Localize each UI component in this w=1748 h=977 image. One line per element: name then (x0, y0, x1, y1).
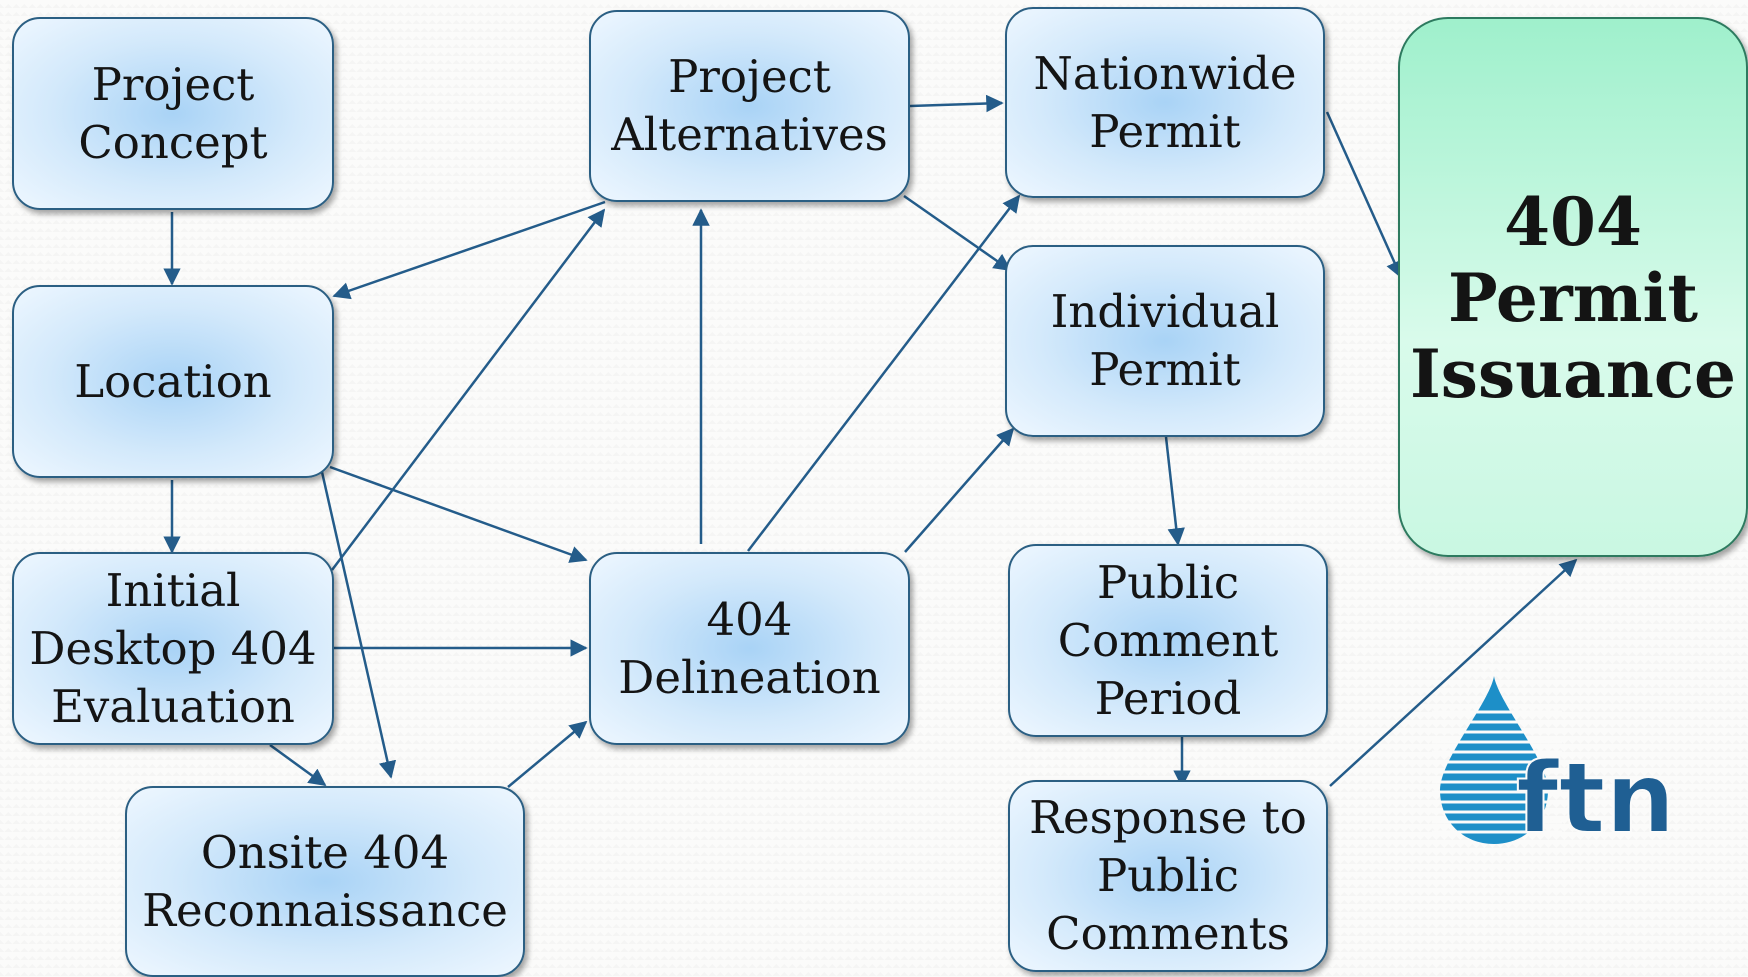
edge-individual-to-public-comment (1164, 436, 1185, 546)
node-initial-desktop-evaluation: Initial Desktop 404 Evaluation (12, 552, 334, 745)
node-404-delineation: 404 Delineation (589, 552, 910, 745)
node-project-alternatives: Project Alternatives (589, 10, 910, 202)
node-label: Public Comment Period (1057, 555, 1279, 725)
edge-desktop-to-onsite (269, 743, 327, 787)
edge-delineation-to-nationwide (747, 194, 1021, 552)
node-label: 404 Permit Issuance (1409, 183, 1737, 413)
node-location: Location (12, 285, 334, 478)
edge-alternatives-to-nationwide (909, 94, 1004, 113)
node-label: Nationwide Permit (1033, 46, 1297, 158)
node-label: Project Concept (78, 57, 268, 169)
node-onsite-reconnaissance: Onsite 404 Reconnaissance (125, 786, 525, 977)
edge-delineation-to-individual (904, 427, 1015, 553)
ftn-logo-text: ftn (1516, 742, 1672, 852)
node-label: Response to Public Comments (1029, 791, 1307, 960)
edge-location-to-onsite (320, 471, 397, 779)
node-label: Location (74, 354, 272, 408)
node-label: Initial Desktop 404 Evaluation (29, 563, 317, 733)
edge-response-to-issuance (1329, 558, 1578, 787)
node-project-concept: Project Concept (12, 17, 334, 210)
node-individual-permit: Individual Permit (1005, 245, 1325, 437)
ftn-logo: ftn (1432, 676, 1672, 852)
node-nationwide-permit: Nationwide Permit (1005, 7, 1325, 198)
node-label: Individual Permit (1050, 285, 1280, 396)
edge-location-to-delineation (329, 465, 588, 563)
node-label: Onsite 404 Reconnaissance (142, 825, 508, 937)
edge-nationwide-to-issuance (1325, 111, 1403, 279)
edge-onsite-to-delineation (507, 720, 588, 788)
node-404-permit-issuance: 404 Permit Issuance (1398, 17, 1748, 557)
edge-alternatives-to-location (332, 200, 606, 300)
water-drop-icon (1432, 676, 1562, 844)
node-response-to-public-comments: Response to Public Comments (1008, 780, 1328, 972)
node-label: Project Alternatives (611, 50, 888, 161)
edge-alternatives-to-individual (903, 194, 1012, 272)
edge-desktop-to-alternatives (331, 208, 606, 571)
node-public-comment-period: Public Comment Period (1008, 544, 1328, 737)
node-label: 404 Delineation (618, 592, 881, 704)
